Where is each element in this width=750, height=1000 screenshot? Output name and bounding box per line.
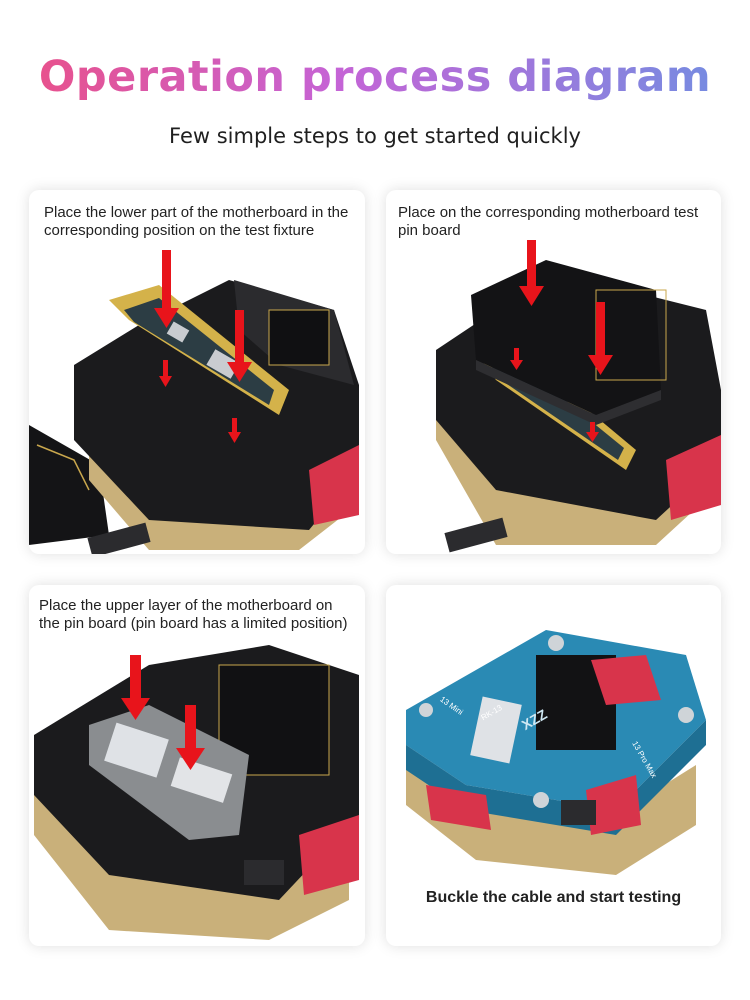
page-title: Operation process diagram [0, 52, 750, 102]
step-2-caption: Place on the corresponding motherboard t… [398, 204, 699, 239]
red-latch [591, 655, 661, 705]
red-latch [309, 445, 359, 525]
step-card-1: Place the lower part of the motherboard … [29, 190, 365, 554]
step-4-caption: Buckle the cable and start testing [425, 889, 682, 906]
step-3-illustration [34, 645, 359, 940]
step-card-2: Place on the corresponding motherboard t… [386, 190, 721, 554]
fixture-base [34, 785, 349, 940]
down-arrow-icon [510, 240, 613, 442]
pin-board [471, 260, 661, 415]
step-4-illustration: XZZ RK-13 13 Mini 13 Pro Max [406, 630, 706, 875]
page-subtitle: Few simple steps to get started quickly [169, 124, 581, 148]
step-card-4: XZZ RK-13 13 Mini 13 Pro Max Buckle the … [386, 585, 721, 946]
step-card-3: Place the upper layer of the motherboard… [29, 585, 365, 946]
step-2-illustration [436, 240, 721, 553]
spare-board-shape [29, 425, 109, 545]
red-latch [666, 435, 721, 520]
red-latch [299, 815, 359, 895]
down-arrow-icon [154, 250, 252, 443]
down-arrow-icon [121, 655, 205, 770]
motherboard-upper [470, 696, 522, 764]
step-1-caption: Place the lower part of the motherboard … [44, 204, 349, 239]
step-3-caption: Place the upper layer of the motherboard… [39, 597, 348, 632]
step-1-illustration [29, 250, 359, 554]
